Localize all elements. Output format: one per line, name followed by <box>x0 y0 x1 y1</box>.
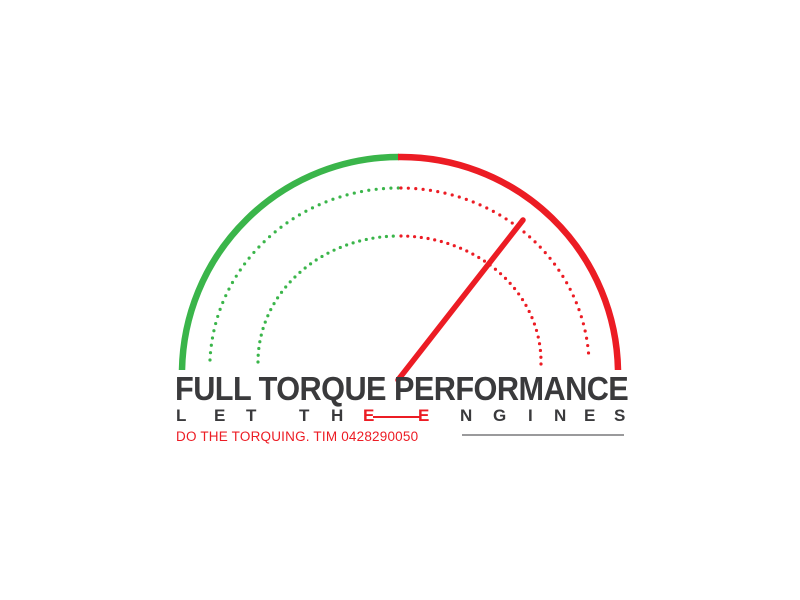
slogan-letter: S <box>614 406 626 425</box>
slogan-red-connector <box>373 416 420 418</box>
slogan-letter: E <box>584 406 596 425</box>
inner-dotted-arc-green <box>256 234 401 364</box>
outer-arc-green <box>178 153 400 371</box>
brand-title: FULL TORQUE PERFORMANCE <box>175 370 629 407</box>
middle-dotted-arc-red <box>399 186 591 362</box>
slogan-letter: E <box>418 406 430 425</box>
slogan-letter: T <box>246 406 257 425</box>
slogan-letter: E <box>363 406 375 425</box>
slogan-letter: T <box>299 406 310 425</box>
divider-line <box>462 434 624 436</box>
gauge-needle <box>395 217 526 383</box>
slogan-letter: N <box>460 406 473 425</box>
inner-dotted-arc-red <box>399 234 543 366</box>
slogan-letter: L <box>176 406 187 425</box>
slogan-letter: N <box>554 406 567 425</box>
slogan-letter: I <box>528 406 533 425</box>
middle-dotted-arc-green <box>208 186 401 362</box>
slogan-letter: H <box>331 406 344 425</box>
slogan-letter: E <box>214 406 226 425</box>
tagline-contact: DO THE TORQUING. TIM 0428290050 <box>176 429 419 444</box>
outer-arc-red <box>397 153 622 371</box>
slogan-letter: G <box>493 406 507 425</box>
